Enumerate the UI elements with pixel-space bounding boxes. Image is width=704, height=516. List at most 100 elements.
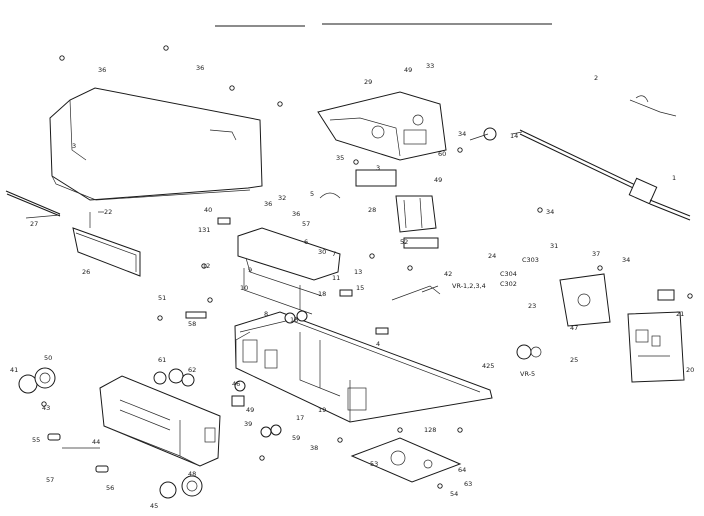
- label-50: 50: [44, 354, 52, 362]
- label-128: 128: [424, 426, 436, 434]
- upper-frame-part: [237, 227, 341, 315]
- label-52: 52: [400, 238, 408, 246]
- label-59: 59: [292, 434, 300, 442]
- label-16: 16: [290, 316, 298, 324]
- knob-part-41: [18, 367, 56, 394]
- label-38: 38: [310, 444, 318, 452]
- top-cover-part: [49, 87, 263, 201]
- label-21: 21: [676, 310, 684, 318]
- label-28: 28: [368, 206, 376, 214]
- label-35: 35: [336, 154, 344, 162]
- drive-mechanism-part-29: [317, 91, 447, 161]
- label-54: 54: [450, 490, 458, 498]
- label-6: 6: [304, 238, 308, 246]
- label-45: 45: [150, 502, 158, 510]
- small-hardware-parts: [41, 45, 693, 489]
- label-36: 36: [264, 200, 272, 208]
- knob-part-45: [159, 475, 203, 499]
- label-26: 26: [82, 268, 90, 276]
- label-c304: C304: [500, 270, 517, 278]
- label-3b: 3: [72, 142, 76, 150]
- label-62: 62: [188, 366, 196, 374]
- motor-block-part: [395, 195, 437, 233]
- label-19: 19: [318, 406, 326, 414]
- label-61: 61: [158, 356, 166, 364]
- front-panel-box-part: [99, 375, 221, 467]
- label-49: 49: [404, 66, 412, 74]
- label-425: 425: [482, 362, 494, 370]
- label-31: 31: [550, 242, 558, 250]
- label-17: 17: [296, 414, 304, 422]
- label-44: 44: [92, 438, 100, 446]
- part-number-labels: 33 49 29 2 14 1 3 35 60 34 36 27 22 26 1…: [10, 62, 694, 510]
- label-57b: 57: [46, 476, 54, 484]
- label-7: 7: [332, 250, 336, 258]
- label-11: 11: [332, 274, 340, 282]
- label-8: 8: [264, 310, 268, 318]
- label-37: 37: [592, 250, 600, 258]
- label-57: 57: [302, 220, 310, 228]
- right-bracket-part: [559, 273, 611, 327]
- label-48: 48: [188, 470, 196, 478]
- label-34c: 34: [546, 208, 554, 216]
- label-25: 25: [570, 356, 578, 364]
- label-64: 64: [458, 466, 466, 474]
- bottom-plate-part: [350, 437, 462, 483]
- label-12: 12: [202, 262, 210, 270]
- label-vr-5: VR-5: [520, 370, 535, 378]
- label-47: 47: [570, 324, 578, 332]
- label-34: 34: [458, 130, 466, 138]
- shaft-assembly-part-1: [519, 95, 691, 221]
- label-51: 51: [158, 294, 166, 302]
- label-24: 24: [488, 252, 496, 260]
- label-1: 1: [672, 174, 676, 182]
- label-c303: C303: [522, 256, 539, 264]
- label-2: 2: [594, 74, 598, 82]
- label-131: 131: [198, 226, 210, 234]
- label-34b: 34: [622, 256, 630, 264]
- label-40: 40: [204, 206, 212, 214]
- label-23: 23: [528, 302, 536, 310]
- knob-part-vr5: [516, 344, 542, 360]
- label-15: 15: [356, 284, 364, 292]
- rod-part-27: [5, 190, 61, 217]
- main-chassis-part: [234, 311, 493, 423]
- label-14: 14: [510, 132, 518, 140]
- leader-lines: [25, 131, 523, 293]
- label-56: 56: [106, 484, 114, 492]
- label-55: 55: [32, 436, 40, 444]
- label-c302: C302: [500, 280, 517, 288]
- label-32: 32: [278, 194, 286, 202]
- label-9: 9: [248, 266, 252, 274]
- label-4: 4: [376, 340, 380, 348]
- label-60: 60: [438, 150, 446, 158]
- top-rule: [215, 23, 552, 27]
- label-36b: 36: [292, 210, 300, 218]
- label-49b: 49: [246, 406, 254, 414]
- label-20: 20: [686, 366, 694, 374]
- label-10: 10: [240, 284, 248, 292]
- label-43: 43: [42, 404, 50, 412]
- label-22: 22: [104, 208, 112, 216]
- label-41: 41: [10, 366, 18, 374]
- label-63: 63: [464, 480, 472, 488]
- jack-parts: [234, 127, 497, 438]
- label-vr-1234: VR-1,2,3,4: [452, 282, 486, 290]
- label-5: 5: [310, 190, 314, 198]
- circuit-board-part-20: [627, 311, 685, 383]
- knob-part-61: [153, 368, 195, 387]
- label-49c: 49: [434, 176, 442, 184]
- label-27: 27: [30, 220, 38, 228]
- label-39: 39: [244, 420, 252, 428]
- label-33: 33: [426, 62, 434, 70]
- side-bracket-part-26: [72, 212, 141, 277]
- label-30: 30: [318, 248, 326, 256]
- label-46: 46: [232, 380, 240, 388]
- label-36d: 36: [196, 64, 204, 72]
- label-53: 53: [370, 460, 378, 468]
- label-3: 3: [376, 164, 380, 172]
- label-13: 13: [354, 268, 362, 276]
- label-18: 18: [318, 290, 326, 298]
- label-29: 29: [364, 78, 372, 86]
